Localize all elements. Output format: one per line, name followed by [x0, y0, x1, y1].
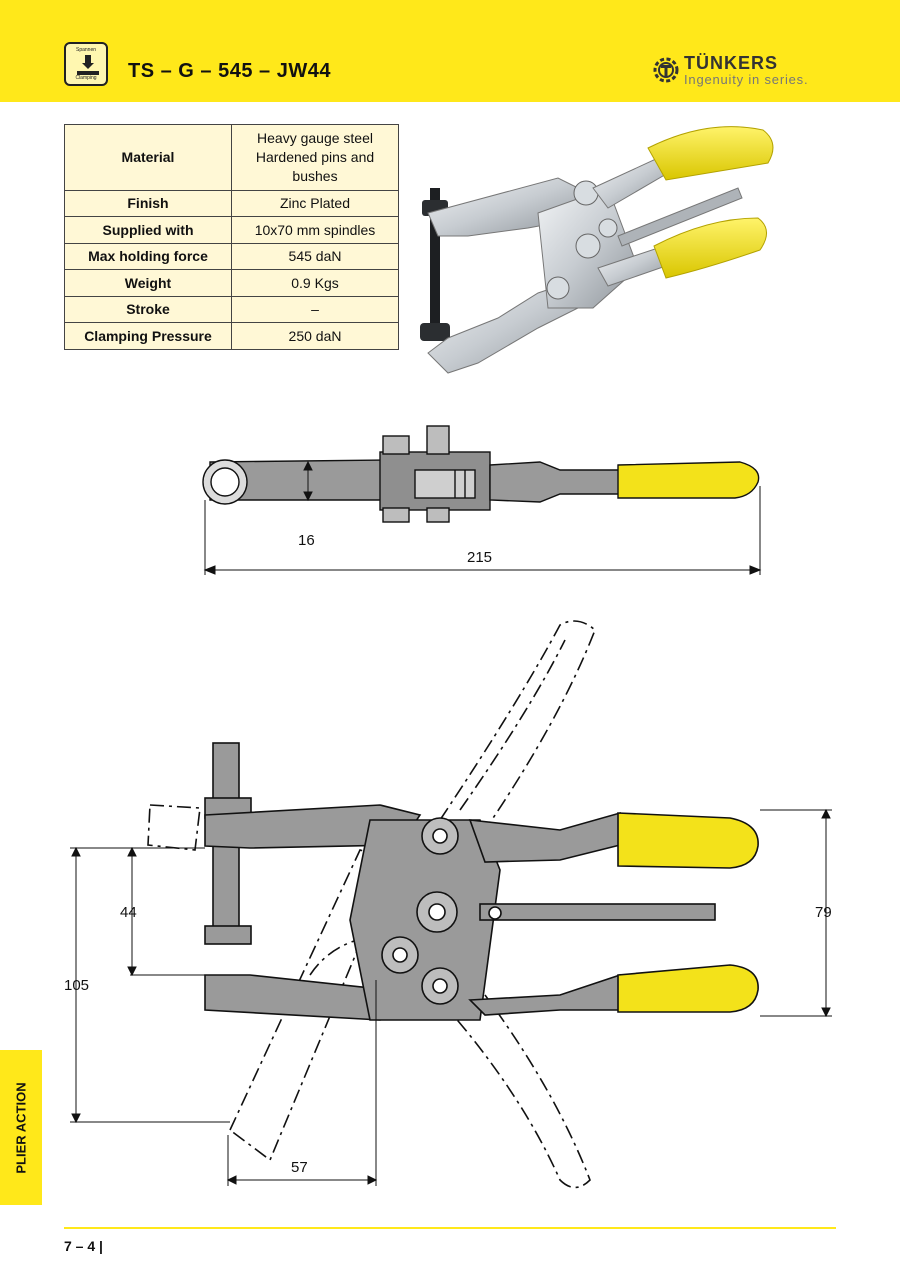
icon-label-bottom: Clamping: [75, 75, 97, 81]
table-row: Stroke –: [64, 296, 399, 323]
spec-label: Weight: [64, 269, 232, 297]
dim-label-thickness: 16: [298, 532, 315, 549]
clamping-category-icon: Spannen Clamping: [64, 42, 108, 86]
spec-label: Max holding force: [64, 243, 232, 270]
section-side-tab: PLIER ACTION: [0, 1050, 42, 1205]
table-row: Clamping Pressure 250 daN: [64, 322, 399, 350]
front-view-dimensions: [70, 808, 832, 1186]
table-row: Weight 0.9 Kgs: [64, 269, 399, 297]
dim-label-bottom-width: 57: [291, 1159, 308, 1176]
dim-label-length: 215: [467, 549, 493, 566]
spec-table: Material Heavy gauge steel Hardened pins…: [64, 124, 399, 350]
top-view-dimensions: [203, 460, 762, 575]
dim-label-jaw-opening: 44: [120, 904, 137, 921]
header-bar: Spannen Clamping TS – G – 545 – JW44 TÜN…: [0, 0, 900, 102]
product-title: TS – G – 545 – JW44: [128, 60, 331, 82]
table-row: Finish Zinc Plated: [64, 190, 399, 217]
spec-value: 250 daN: [231, 322, 399, 350]
page-number: 7 – 4 |: [64, 1238, 103, 1254]
brand-name: TÜNKERS: [684, 53, 779, 73]
brand-tagline: Ingenuity in series.: [684, 72, 809, 87]
top-view-drawing: [202, 425, 760, 523]
spec-value: 0.9 Kgs: [231, 269, 399, 297]
icon-label-top: Spannen: [75, 47, 97, 53]
spec-label: Clamping Pressure: [64, 322, 232, 350]
spec-value: Zinc Plated: [231, 190, 399, 217]
footer-divider: [64, 1227, 836, 1229]
product-photo: [420, 126, 774, 374]
spec-value-line: Hardened pins and bushes: [255, 149, 375, 184]
table-row: Supplied with 10x70 mm spindles: [64, 216, 399, 244]
spec-label: Supplied with: [64, 216, 232, 244]
spec-value-line: Heavy gauge steel: [257, 130, 373, 146]
tunkers-logo: TÜNKERS Ingenuity in series.: [652, 53, 832, 89]
dim-label-handle-span: 79: [815, 904, 832, 921]
gear-logo-icon: [653, 57, 679, 83]
dim-label-total-height: 105: [64, 977, 90, 994]
spec-label: Stroke: [64, 296, 232, 323]
section-label: PLIER ACTION: [13, 1081, 29, 1174]
front-view-drawing: [147, 620, 759, 1189]
